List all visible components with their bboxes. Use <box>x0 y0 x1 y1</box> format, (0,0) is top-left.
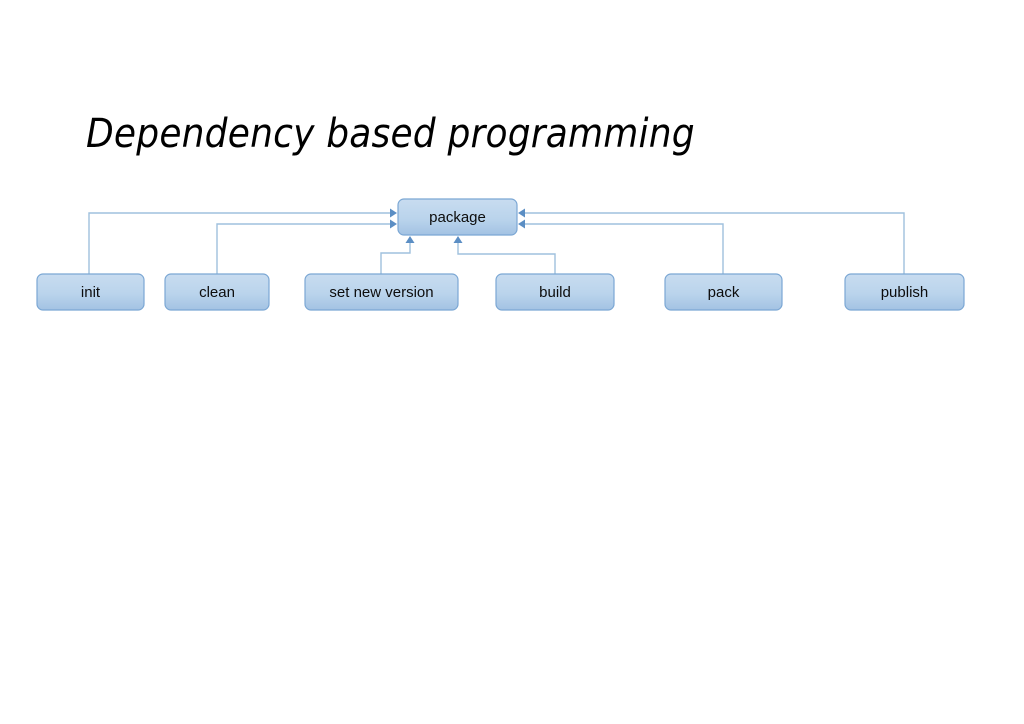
dependency-node-box[interactable] <box>844 273 965 311</box>
page-title: Dependency based programming <box>86 111 695 157</box>
arrow-head-icon <box>453 236 463 243</box>
target-node-box[interactable] <box>397 198 518 236</box>
node-layer: package init clean set new version build pack… <box>36 198 965 311</box>
dependency-node-label: build <box>539 284 571 301</box>
connector-pack-to-package <box>518 219 724 274</box>
arrow-head-icon <box>518 208 525 218</box>
node-build[interactable]: build <box>495 273 615 311</box>
dependency-node-label: publish <box>881 284 929 301</box>
connector-clean-to-package <box>216 219 397 274</box>
dependency-node-label: init <box>81 284 101 301</box>
dependency-node-box[interactable] <box>495 273 615 311</box>
arrow-head-icon <box>390 219 397 229</box>
dependency-node-box[interactable] <box>36 273 145 311</box>
connector-init-to-package <box>88 208 397 274</box>
dependency-node-box[interactable] <box>664 273 783 311</box>
dependency-node-box[interactable] <box>164 273 270 311</box>
arrow-head-icon <box>390 208 397 218</box>
node-publish[interactable]: publish <box>844 273 965 311</box>
arrow-head-icon <box>518 219 525 229</box>
node-clean[interactable]: clean <box>164 273 270 311</box>
dependency-node-label: clean <box>199 284 235 301</box>
node-set-new-version[interactable]: set new version <box>304 273 459 311</box>
node-init[interactable]: init <box>36 273 145 311</box>
dependency-node-label: pack <box>708 284 740 301</box>
dependency-node-label: set new version <box>329 284 433 301</box>
connector-build-to-package <box>453 236 556 274</box>
connector-set-new-version-to-package <box>380 236 415 274</box>
arrow-head-icon <box>405 236 415 243</box>
dependency-node-box[interactable] <box>304 273 459 311</box>
node-pack[interactable]: pack <box>664 273 783 311</box>
target-node-label: package <box>429 209 486 226</box>
node-package[interactable]: package <box>397 198 518 236</box>
connector-publish-to-package <box>518 208 905 274</box>
connector-layer <box>88 208 905 274</box>
